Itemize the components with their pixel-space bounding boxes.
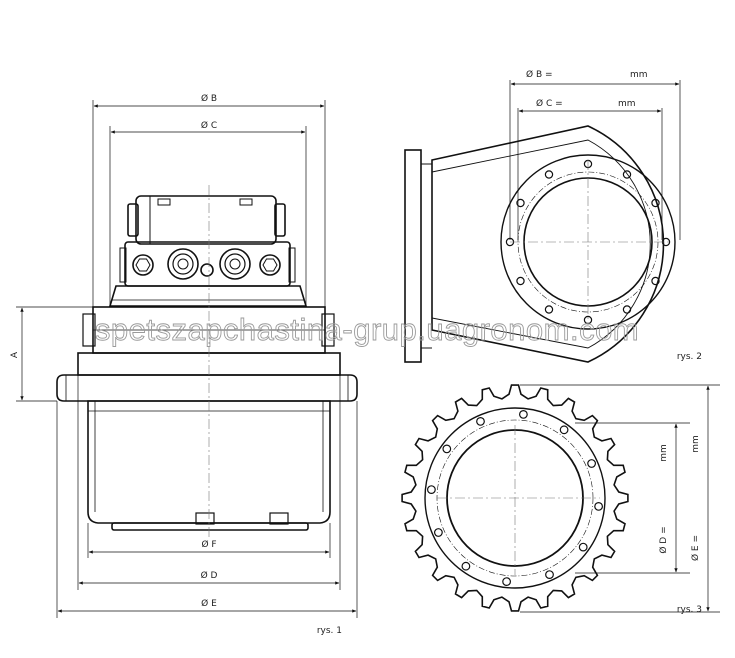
sprocket-bolt-hole-5 (578, 542, 588, 552)
fig2-flange-plate (404, 149, 422, 363)
sprocket-bolt-hole-12 (476, 417, 485, 426)
caption-fig2: rys. 2 (677, 352, 702, 362)
fig3-labels: Ø D = mm Ø E = mm rys. 3 (658, 435, 702, 615)
fig1-motor-side-view (56, 195, 358, 531)
gear-housing (87, 400, 331, 524)
fig1-dimensions (16, 100, 358, 618)
fig3-dimensions (520, 384, 720, 613)
motor-top-cap-side-right (274, 203, 286, 237)
fig2-labels: Ø B = mm Ø C = mm rys. 2 (526, 69, 702, 362)
fig2-bolt-hole-6 (622, 305, 632, 314)
motor-top-cap (135, 195, 277, 245)
fig2-bolt-hole-3 (651, 198, 660, 208)
watermark-text: spetszapchastina-grup.uagronom.com (95, 312, 639, 347)
sprocket-bolt-ring (424, 407, 606, 589)
label-dia-c-fig1: Ø C (201, 120, 217, 131)
port-left (167, 248, 199, 280)
label-dia-c-fig2: Ø C = (536, 98, 563, 109)
sprocket-tooth-outline (401, 384, 629, 612)
label-unit-b-fig2: mm (630, 70, 648, 80)
port-hex-right (259, 254, 281, 276)
fig3-bolt-holes (427, 410, 603, 586)
fig2-bolt-hole-2 (622, 170, 632, 179)
sprocket-bolt-hole-7 (502, 577, 512, 586)
fig2-bolt-hole-12 (544, 170, 554, 179)
label-dia-d-fig1: Ø D (201, 570, 218, 581)
motor-body (108, 285, 308, 307)
label-a-fig1: A (10, 351, 20, 358)
label-dia-e-fig1: Ø E (201, 598, 217, 609)
fig2-bolt-hole-5 (651, 276, 660, 286)
label-dia-e-fig3: Ø E = (690, 535, 701, 561)
motor-top-cap-side-left (127, 203, 139, 237)
sprocket-bolt-hole-4 (594, 502, 603, 511)
caption-fig1: rys. 1 (317, 626, 342, 636)
port-right (219, 248, 251, 280)
port-hex-left (132, 254, 154, 276)
label-unit-c-fig2: mm (618, 99, 636, 109)
fig2-bolt-hole-8 (544, 305, 554, 314)
sprocket-flange (56, 374, 358, 402)
sprocket-bolt-hole-2 (559, 425, 569, 435)
fig2-dimensions (509, 80, 681, 240)
sprocket-bolt-hole-10 (427, 485, 436, 495)
label-dia-b-fig2: Ø B = (526, 69, 553, 80)
fig2-housing-outline (431, 125, 665, 363)
fig2-bolt-hole-11 (516, 198, 525, 208)
port-center (200, 263, 214, 277)
sprocket-bolt-hole-3 (587, 459, 596, 468)
label-unit-e-fig3: mm (691, 435, 701, 453)
sprocket-bolt-hole-8 (461, 561, 471, 571)
label-dia-d-fig3: Ø D = (658, 526, 669, 553)
label-dia-f-fig1: Ø F (201, 539, 216, 550)
sprocket-bolt-hole-6 (545, 570, 554, 579)
sprocket-bolt-hole-11 (442, 444, 452, 454)
bottom-cover (111, 522, 309, 531)
caption-fig3: rys. 3 (677, 605, 702, 615)
fig2-bolt-ring (500, 154, 676, 330)
sprocket-bolt-hole-1 (519, 410, 528, 419)
label-unit-d-fig3: mm (659, 444, 669, 462)
label-dia-b-fig1: Ø B (201, 93, 217, 104)
fig2-bolt-hole-9 (516, 276, 525, 286)
sprocket-bolt-hole-9 (434, 528, 443, 537)
fig1-labels: Ø B Ø C A Ø F Ø D Ø E rys. 1 (10, 93, 342, 636)
